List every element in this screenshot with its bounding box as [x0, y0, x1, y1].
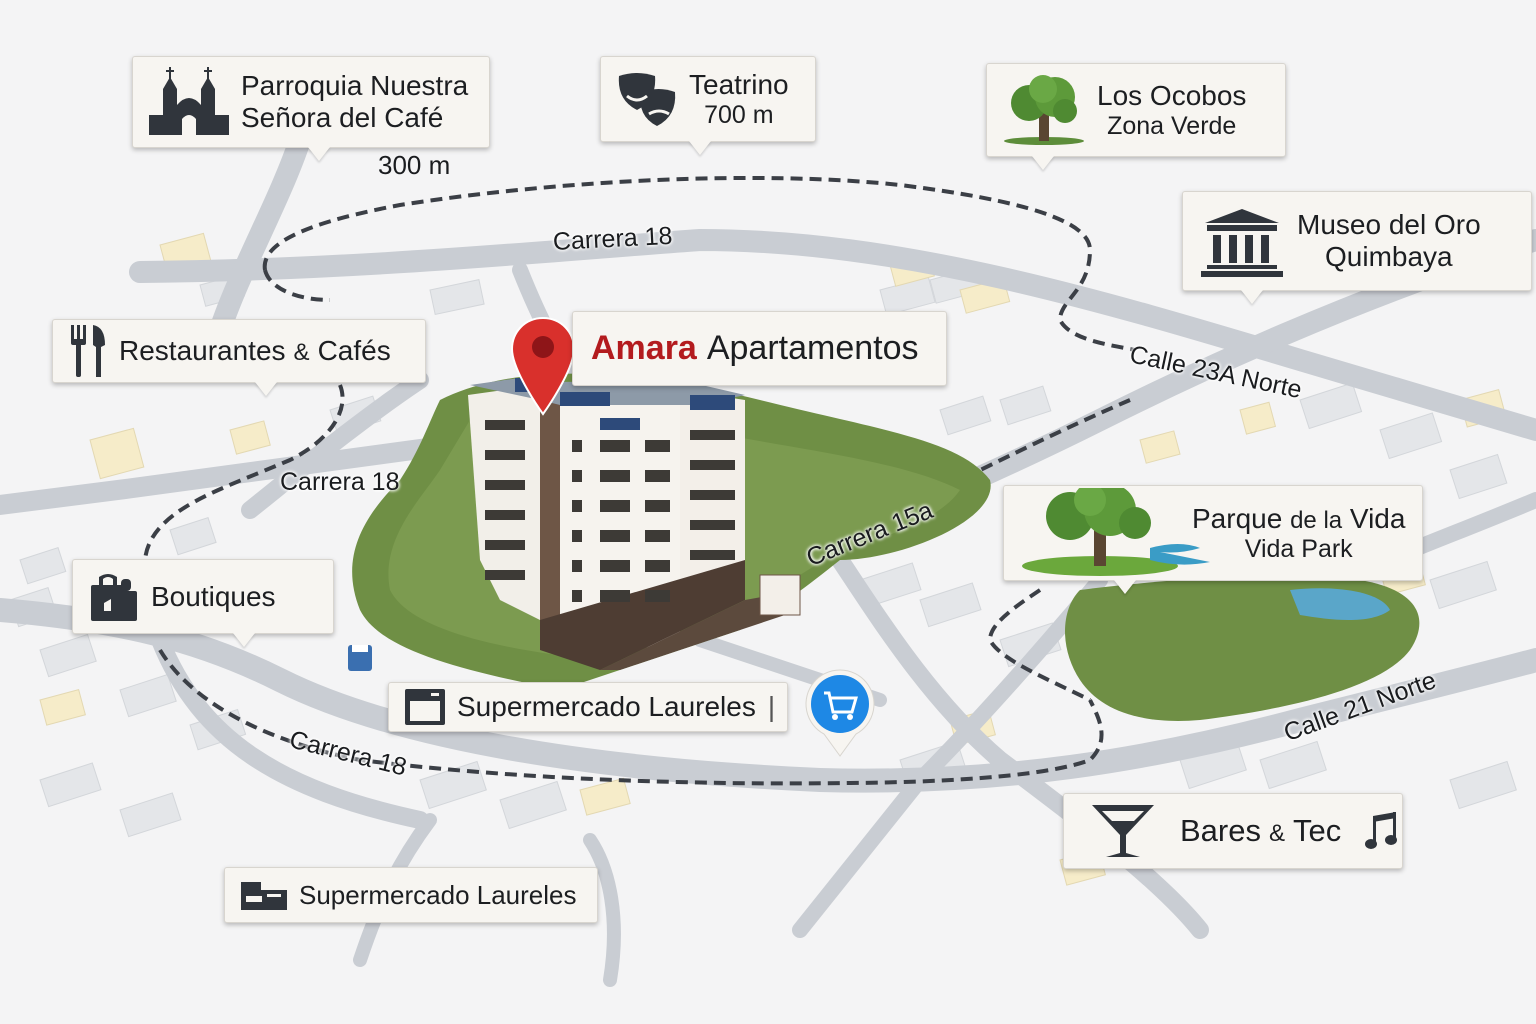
poi-museo-del-oro[interactable]: Museo del Oro Quimbaya	[1182, 191, 1532, 304]
poi-los-ocobos[interactable]: Los Ocobos Zona Verde	[986, 63, 1286, 170]
poi-boutiques[interactable]: Boutiques	[72, 559, 334, 647]
poi-parroquia-line1: Parroquia Nuestra	[241, 69, 469, 101]
poi-teatrino[interactable]: Teatrino 700 m	[600, 56, 816, 155]
shopping-bag-icon	[89, 571, 139, 623]
location-pin-icon[interactable]	[510, 316, 576, 416]
poi-parque-word1: Parque	[1192, 502, 1283, 534]
tree-icon	[1003, 75, 1085, 145]
poi-supermercado-bottom-label: Supermercado Laureles	[299, 879, 577, 910]
theater-masks-icon	[617, 70, 677, 128]
poi-supermercado-bottom[interactable]: Supermercado Laureles	[224, 867, 598, 923]
cocktail-icon	[1090, 801, 1156, 861]
church-icon	[149, 67, 229, 137]
store-icon	[241, 880, 287, 910]
poi-restaurantes-amp: &	[293, 338, 310, 366]
poi-parroquia-distance: 300 m	[378, 150, 451, 180]
poi-bares-label: Bares	[1180, 813, 1261, 849]
street-label-carrera-18-left: Carrera 18	[280, 468, 400, 496]
shopping-cart-icon[interactable]	[802, 668, 878, 758]
property-name: Apartamentos	[706, 328, 919, 367]
poi-restaurantes-label: Restaurantes	[119, 334, 286, 366]
poi-los-ocobos-subtitle: Zona Verde	[1107, 111, 1237, 140]
property-title-callout[interactable]: Amara Apartamentos	[572, 311, 947, 386]
poi-boutiques-label: Boutiques	[151, 580, 276, 612]
poi-restaurantes-label2: Cafés	[317, 334, 391, 366]
poi-bares-label2: Tec	[1293, 813, 1342, 849]
poi-bares-amp: &	[1268, 820, 1285, 848]
poi-teatrino-distance: 700 m	[704, 100, 774, 129]
poi-parroquia-line2: Señora del Café	[241, 102, 444, 133]
poi-parque-subtitle: Vida Park	[1244, 534, 1353, 563]
fork-knife-icon	[69, 323, 107, 379]
poi-los-ocobos-name: Los Ocobos	[1097, 79, 1247, 111]
bag-marker	[348, 645, 372, 671]
poi-supermercado-center-label: Supermercado Laureles	[457, 691, 756, 722]
poi-parque-de-la-vida[interactable]: Parque de la Vida Vida Park	[1003, 485, 1423, 594]
poi-museo-line1: Museo del Oro	[1297, 208, 1481, 240]
poi-parque-word2: de la	[1290, 506, 1343, 534]
property-brand: Amara	[591, 328, 697, 367]
poi-supermercado-center[interactable]: Supermercado Laureles |	[388, 682, 788, 732]
park-tree-pond-icon	[1020, 488, 1210, 578]
poi-restaurantes[interactable]: Restaurantes & Cafés	[52, 319, 426, 396]
store-icon	[405, 689, 445, 725]
poi-parque-word3: Vida	[1349, 502, 1406, 534]
museum-icon	[1199, 205, 1285, 277]
separator: |	[767, 691, 776, 722]
poi-museo-line2: Quimbaya	[1325, 241, 1453, 272]
poi-parroquia[interactable]: Parroquia Nuestra Señora del Café	[132, 56, 490, 161]
poi-teatrino-name: Teatrino	[689, 68, 789, 100]
music-note-icon	[1365, 810, 1399, 852]
poi-bares[interactable]: Bares & Tec	[1063, 793, 1403, 869]
